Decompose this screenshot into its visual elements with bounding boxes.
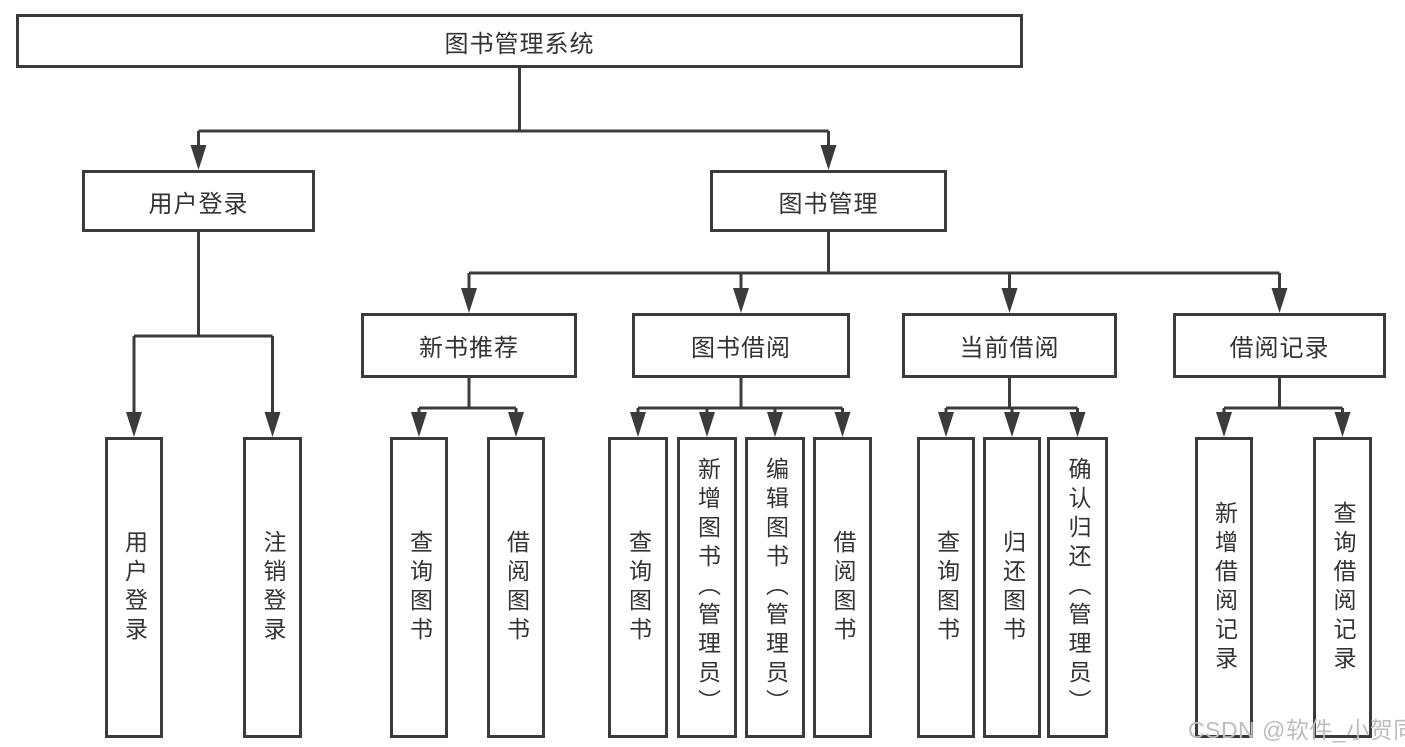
edge-borrow-records-to-leaves: [1222, 378, 1344, 414]
node-user-login-label: 用户登录: [148, 190, 249, 218]
arrowhead: [190, 145, 207, 170]
leaf-query-books-recommend: 查询图书: [390, 437, 448, 738]
leaf-label: 归还图书: [999, 529, 1026, 646]
arrowhead: [1216, 412, 1232, 437]
edge-book-borrow-to-leaves: [636, 378, 844, 414]
leaf-label: 用户登录: [121, 529, 148, 646]
edge-user-login-to-leaves: [132, 232, 274, 414]
node-book-borrow-label: 图书借阅: [691, 335, 791, 362]
node-current-borrow: 当前借阅: [902, 313, 1117, 378]
leaf-query-books-borrow: 查询图书: [608, 437, 668, 738]
node-book-management: 图书管理: [710, 170, 947, 232]
leaf-label: 新增借阅记录: [1211, 500, 1238, 675]
node-book-borrow: 图书借阅: [632, 313, 850, 378]
arrowhead: [834, 412, 851, 437]
arrowhead: [1069, 412, 1086, 437]
leaf-label: 查询图书: [625, 529, 652, 646]
arrowhead: [1001, 288, 1018, 313]
leaf-user-login: 用户登录: [105, 437, 163, 738]
leaf-add-borrow-record: 新增借阅记录: [1195, 437, 1253, 738]
leaf-borrow-books-recommend: 借阅图书: [487, 437, 545, 738]
node-root-label: 图书管理系统: [444, 30, 595, 58]
leaf-query-borrow-record: 查询借阅记录: [1313, 437, 1372, 738]
arrowhead: [126, 412, 142, 437]
node-book-management-label: 图书管理: [778, 190, 879, 218]
leaf-label: 查询借阅记录: [1330, 500, 1356, 675]
leaf-label: 查询图书: [406, 529, 433, 646]
leaf-label: 查询图书: [933, 529, 960, 646]
edge-current-borrow-to-leaves: [944, 378, 1079, 414]
leaf-return-books: 归还图书: [983, 437, 1041, 738]
arrowhead: [699, 412, 715, 437]
edge-book-mgmt-to-level2: [467, 232, 1281, 291]
leaf-label: 借阅图书: [503, 529, 530, 646]
arrowhead: [767, 412, 783, 437]
arrowhead: [508, 412, 524, 437]
edge-root-to-level1: [197, 68, 830, 147]
leaf-add-books-admin: 新增图书（管理员）: [677, 437, 737, 738]
edge-new-book-to-leaves: [417, 378, 518, 414]
node-borrow-records: 借阅记录: [1173, 313, 1386, 378]
arrowhead: [938, 412, 954, 437]
arrowhead: [411, 412, 427, 437]
leaf-query-books-current: 查询图书: [917, 437, 975, 738]
arrowhead: [1271, 288, 1288, 313]
node-root: 图书管理系统: [16, 14, 1023, 68]
csdn-watermark: CSDN @软件_小贺同学: [1188, 717, 1405, 743]
leaf-edit-books-admin: 编辑图书（管理员）: [745, 437, 805, 738]
node-current-borrow-label: 当前借阅: [959, 335, 1060, 362]
arrowhead: [461, 288, 477, 313]
arrowhead: [820, 145, 837, 170]
node-new-book-recommend: 新书推荐: [361, 313, 577, 378]
leaf-label: 新增图书（管理员）: [694, 457, 721, 718]
arrowhead: [1334, 412, 1351, 437]
node-borrow-records-label: 借阅记录: [1229, 335, 1330, 362]
leaf-label: 编辑图书（管理员）: [762, 457, 789, 718]
node-user-login: 用户登录: [82, 170, 315, 232]
leaf-confirm-return-admin: 确认归还（管理员）: [1047, 437, 1108, 738]
node-new-book-recommend-label: 新书推荐: [419, 335, 519, 362]
leaf-label: 注销登录: [260, 529, 286, 646]
arrowhead: [1004, 412, 1020, 437]
leaf-label: 确认归还（管理员）: [1065, 457, 1091, 718]
arrowhead: [264, 412, 281, 437]
leaf-borrow-books: 借阅图书: [813, 437, 872, 738]
arrowhead: [630, 412, 646, 437]
leaf-logout: 注销登录: [243, 437, 302, 738]
arrowhead: [733, 288, 749, 313]
leaf-label: 借阅图书: [830, 529, 856, 646]
